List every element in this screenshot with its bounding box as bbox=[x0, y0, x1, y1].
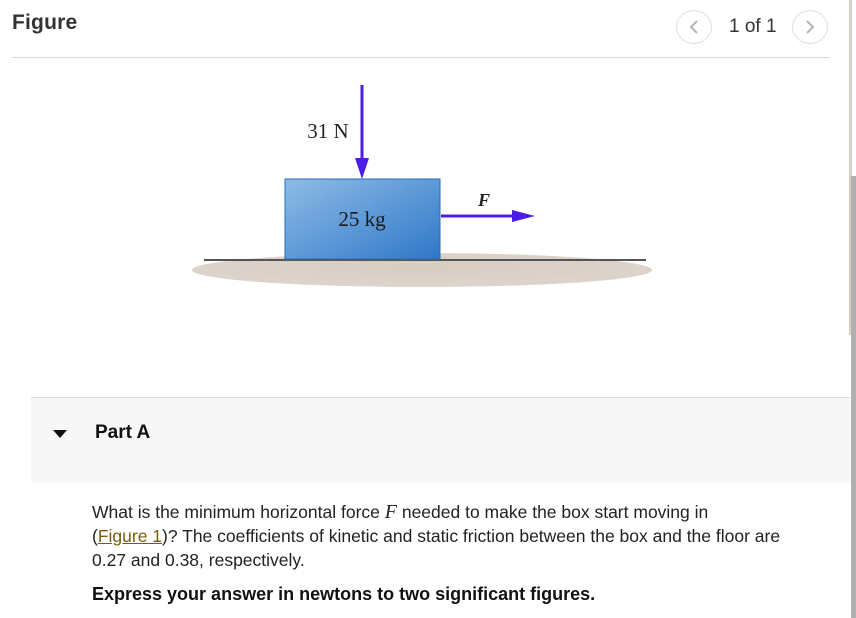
box-mass-label: 25 kg bbox=[338, 207, 386, 231]
caret-down-icon[interactable] bbox=[53, 430, 67, 438]
figure-panel-edge bbox=[849, 0, 852, 335]
figure-pager: 1 of 1 bbox=[676, 10, 828, 44]
figure-title: Figure bbox=[12, 11, 78, 34]
chevron-left-icon bbox=[689, 20, 698, 34]
physics-diagram: 31 N 25 kg F bbox=[0, 60, 850, 390]
part-a-section: Part A What is the minimum horizontal fo… bbox=[31, 397, 850, 618]
part-label: Part A bbox=[95, 422, 151, 443]
downward-arrow-icon bbox=[355, 158, 369, 179]
box-on-floor-illustration: 31 N 25 kg F bbox=[192, 85, 652, 287]
force-variable: F bbox=[384, 501, 397, 523]
downward-force-label: 31 N bbox=[307, 119, 348, 143]
right-arrow-icon bbox=[512, 210, 535, 222]
figure-1-link[interactable]: Figure 1 bbox=[97, 526, 163, 546]
question-line-1: What is the minimum horizontal force F n… bbox=[92, 501, 709, 523]
applied-force-label: F bbox=[477, 190, 490, 210]
scrollbar[interactable] bbox=[851, 176, 856, 618]
question-line-3: 0.27 and 0.38, respectively. bbox=[92, 550, 305, 570]
pager-count: 1 of 1 bbox=[729, 16, 777, 37]
question-line-2: (Figure 1)? The coefficients of kinetic … bbox=[92, 526, 781, 546]
question-text: What is the minimum horizontal force F n… bbox=[92, 500, 852, 572]
answer-instruction: Express your answer in newtons to two si… bbox=[92, 584, 596, 604]
part-a-header[interactable]: Part A bbox=[31, 397, 850, 483]
previous-figure-button[interactable] bbox=[676, 10, 712, 44]
box bbox=[284, 178, 441, 260]
figure-panel: Figure 1 of 1 bbox=[0, 10, 850, 390]
chevron-right-icon bbox=[805, 20, 814, 34]
figure-divider bbox=[12, 57, 830, 58]
next-figure-button[interactable] bbox=[791, 10, 828, 44]
floor-surface bbox=[192, 253, 652, 287]
